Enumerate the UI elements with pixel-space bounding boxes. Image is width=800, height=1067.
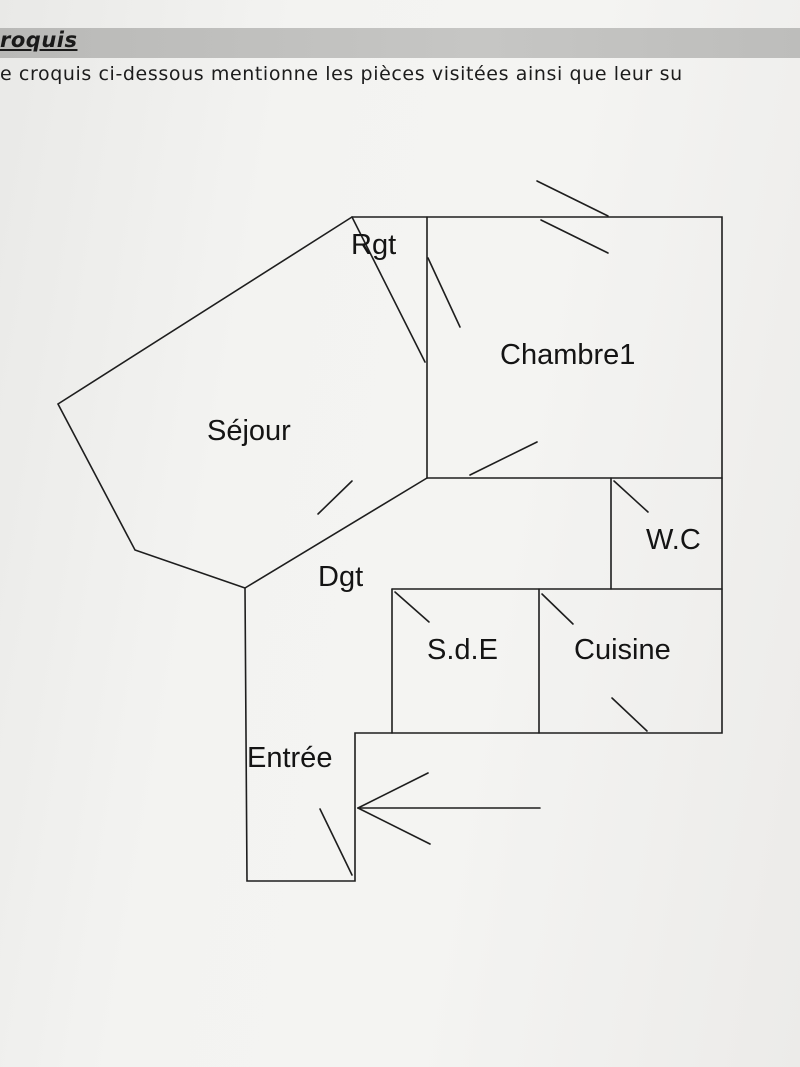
window-mark-2: [540, 219, 609, 254]
door-cuisine-bottom: [611, 697, 648, 732]
room-label-sejour: Séjour: [207, 415, 291, 447]
room-label-rgt: Rgt: [351, 229, 396, 261]
room-label-cuisine: Cuisine: [574, 634, 671, 666]
door-chambre-rgt: [427, 257, 461, 328]
door-entree: [319, 808, 353, 876]
room-label-sde: S.d.E: [427, 634, 498, 666]
entrance-arrow-head-top: [357, 772, 429, 809]
window-mark-1: [536, 180, 609, 217]
section-title: roquis: [0, 28, 78, 52]
door-rgt: [351, 216, 426, 363]
outer-wall: [56, 216, 723, 882]
section-header-band: [0, 28, 800, 58]
door-chambre-bottom: [469, 441, 538, 476]
door-sejour: [317, 480, 353, 515]
room-label-entree: Entrée: [247, 742, 332, 774]
door-wc: [613, 480, 649, 513]
door-sde: [394, 591, 430, 623]
room-label-chambre: Chambre1: [500, 339, 635, 371]
door-cuisine: [541, 593, 574, 625]
room-label-wc: W.C: [646, 524, 701, 556]
wall-sejour-dgt: [244, 477, 428, 589]
intro-paragraph: e croquis ci-dessous mentionne les pièce…: [0, 63, 683, 85]
room-label-dgt: Dgt: [318, 561, 363, 593]
entrance-arrow-head-bottom: [357, 807, 431, 845]
